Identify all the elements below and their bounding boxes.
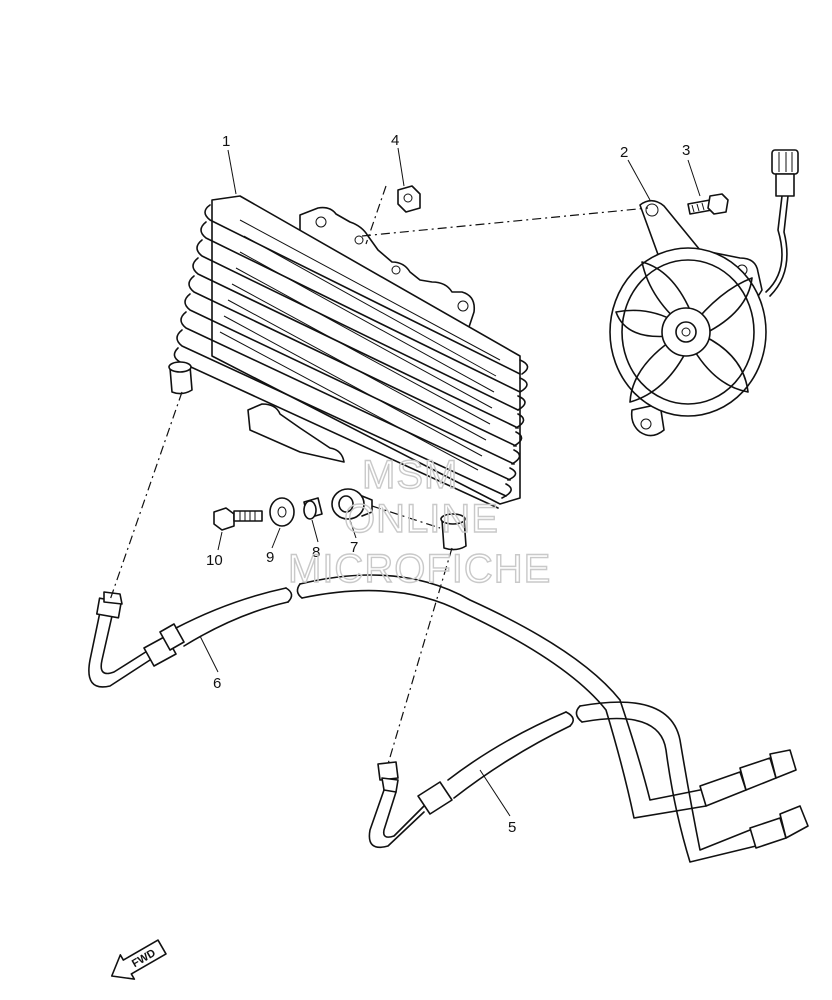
ref-line-hose6 — [109, 391, 183, 601]
watermark-line1: MSM — [362, 453, 458, 497]
callout-5: 5 — [508, 819, 516, 836]
ref-line-nut — [365, 185, 387, 245]
oil-hose-5[interactable] — [296, 574, 809, 863]
callout-9: 9 — [266, 549, 274, 566]
oil-hose-6[interactable] — [88, 587, 293, 688]
watermark-line3: MICROFICHE — [288, 547, 551, 591]
bolt-part-10[interactable] — [213, 507, 263, 531]
cooling-fan[interactable] — [609, 149, 799, 437]
callout-1: 1 — [222, 133, 230, 150]
washer-part-9[interactable] — [269, 497, 295, 527]
callout-8: 8 — [312, 544, 320, 561]
clip-nut[interactable] — [397, 185, 421, 213]
callout-7: 7 — [350, 539, 358, 556]
callout-10: 10 — [206, 552, 223, 569]
callout-3: 3 — [682, 142, 690, 159]
callout-6: 6 — [213, 675, 221, 692]
callout-2: 2 — [620, 144, 628, 161]
collar-part-8[interactable] — [303, 497, 323, 520]
grommet-part-7[interactable] — [331, 488, 373, 520]
fwd-arrow-icon: FWD — [110, 939, 167, 980]
callout-4: 4 — [391, 132, 399, 149]
ref-line-bolt — [371, 505, 441, 529]
watermark: MSM ONLINE MICROFICHE — [287, 452, 551, 591]
oil-cooler[interactable] — [168, 195, 529, 551]
leader-lines — [199, 147, 701, 817]
fan-bolt[interactable] — [687, 193, 729, 215]
ref-line-cooler-to-fan — [361, 207, 649, 237]
watermark-line2: ONLINE — [344, 497, 499, 541]
